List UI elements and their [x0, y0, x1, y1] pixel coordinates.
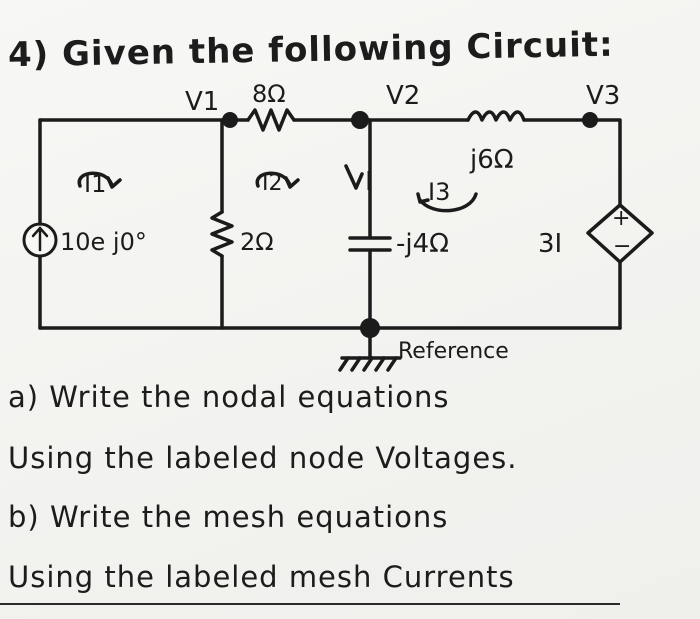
current-i-arrow [344, 164, 364, 190]
label-i: I [365, 167, 373, 197]
wire-right-upper [588, 118, 622, 207]
node-v2-dot [351, 111, 369, 129]
label-reference: Reference [398, 339, 509, 364]
label-r-shunt: 2Ω [240, 228, 274, 256]
resistor-2-symbol [210, 210, 234, 258]
current-source-up-arrow [31, 226, 49, 252]
label-i3: I3 [428, 178, 450, 206]
label-dep-minus: − [613, 234, 631, 259]
label-i1: I1 [84, 170, 106, 198]
question-b-line2: Using the labeled mesh Currents [8, 560, 515, 594]
label-i2: I2 [262, 171, 283, 196]
question-a-line2: Using the labeled node Voltages. [8, 441, 518, 475]
label-capacitor: -j4Ω [396, 229, 449, 259]
node-v1-dot [222, 112, 238, 128]
current-i3-arrow [418, 192, 478, 213]
label-v2: V2 [386, 81, 420, 111]
question-a-line1: a) Write the nodal equations [8, 380, 450, 414]
label-source: 10e j0° [60, 228, 147, 256]
label-dependent-source: 3I [538, 229, 562, 259]
label-inductor: j6Ω [469, 145, 514, 175]
dependent-source-diamond [586, 203, 654, 264]
label-v1: V1 [185, 87, 219, 117]
label-v3: V3 [586, 81, 620, 111]
page-underline [0, 603, 620, 605]
resistor-8-symbol [246, 108, 296, 132]
label-r-series: 8Ω [252, 80, 286, 108]
node-reference-dot [360, 318, 380, 338]
ground-hatch [338, 356, 398, 372]
node-v3-dot [582, 112, 598, 128]
label-dep-plus: + [612, 206, 630, 231]
inductor-symbol [466, 110, 526, 122]
question-b-line1: b) Write the mesh equations [8, 500, 449, 534]
